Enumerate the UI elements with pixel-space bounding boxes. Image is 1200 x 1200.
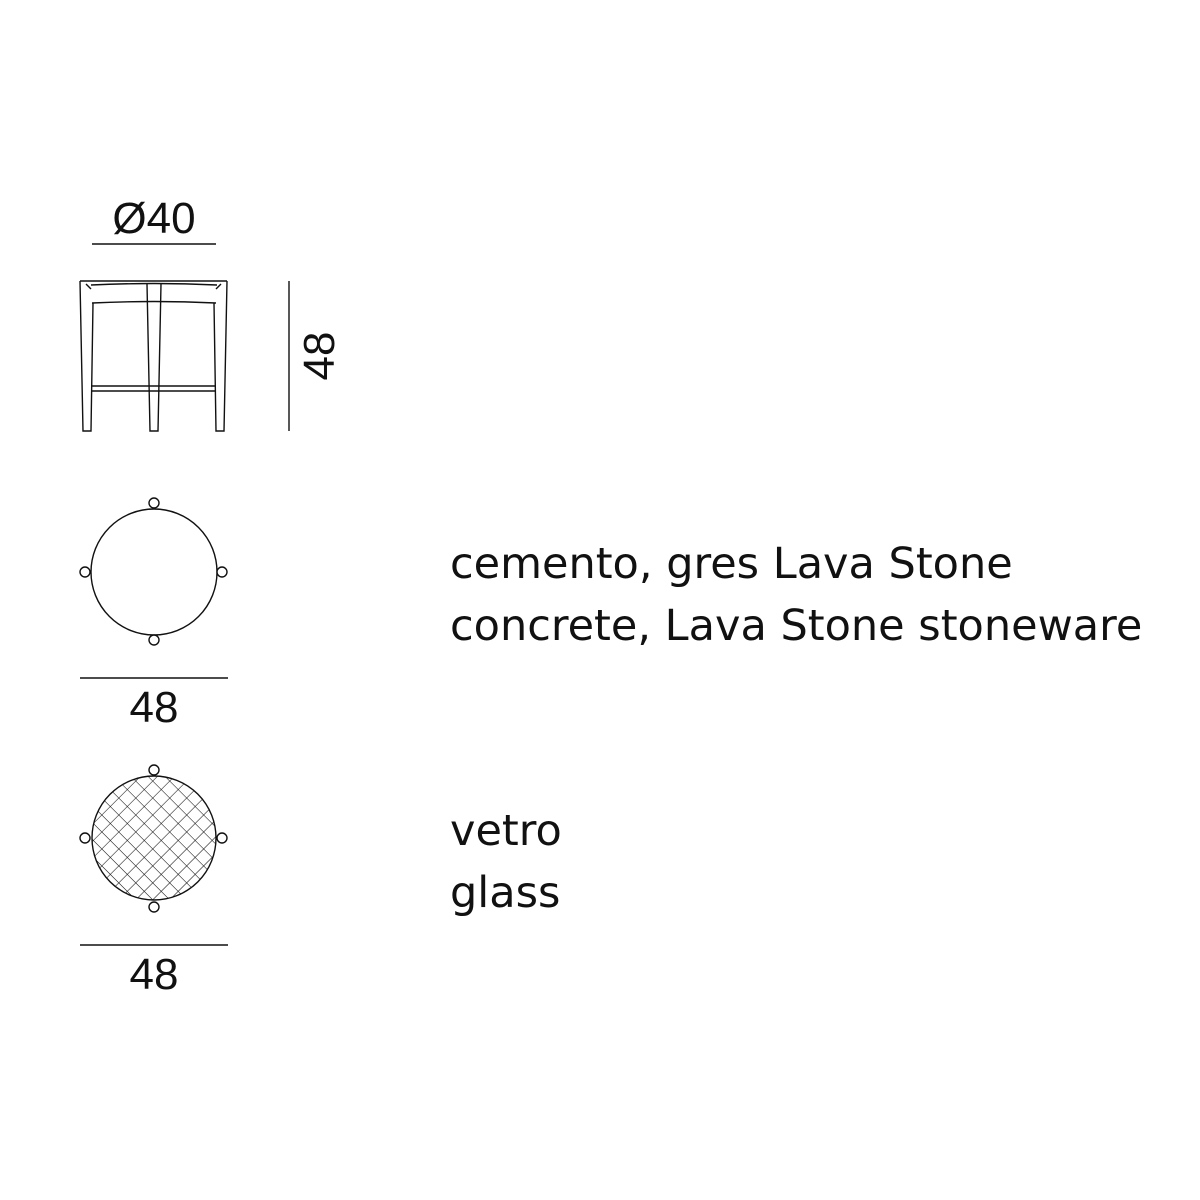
side-table-elevation	[79, 280, 228, 432]
width-label-glass: 48	[130, 950, 179, 999]
leg-marker	[79, 566, 91, 578]
material-english: concrete, Lava Stone stoneware	[450, 601, 1143, 651]
top-view-solid	[79, 497, 228, 679]
leg-marker	[148, 764, 160, 776]
leg-marker	[148, 901, 160, 913]
material-caption-glass: vetro glass	[450, 800, 562, 924]
width-label-solid: 48	[130, 683, 179, 732]
leg-marker	[79, 832, 91, 844]
material-caption-solid: cemento, gres Lava Stone concrete, Lava …	[450, 533, 1142, 657]
material-italian: vetro	[450, 806, 562, 856]
top-view-glass	[79, 764, 228, 946]
diameter-label: Ø40	[112, 194, 195, 243]
solid-top-circle	[90, 508, 218, 636]
material-italian: cemento, gres Lava Stone	[450, 539, 1013, 589]
height-label: 48	[295, 332, 344, 381]
glass-hatch	[92, 776, 216, 900]
leg-marker	[216, 566, 228, 578]
leg-marker	[148, 634, 160, 646]
material-english: glass	[450, 868, 561, 918]
leg-marker	[148, 497, 160, 509]
glass-top-circle	[91, 775, 217, 901]
leg-marker	[216, 832, 228, 844]
side-view: Ø40 48	[79, 194, 344, 432]
